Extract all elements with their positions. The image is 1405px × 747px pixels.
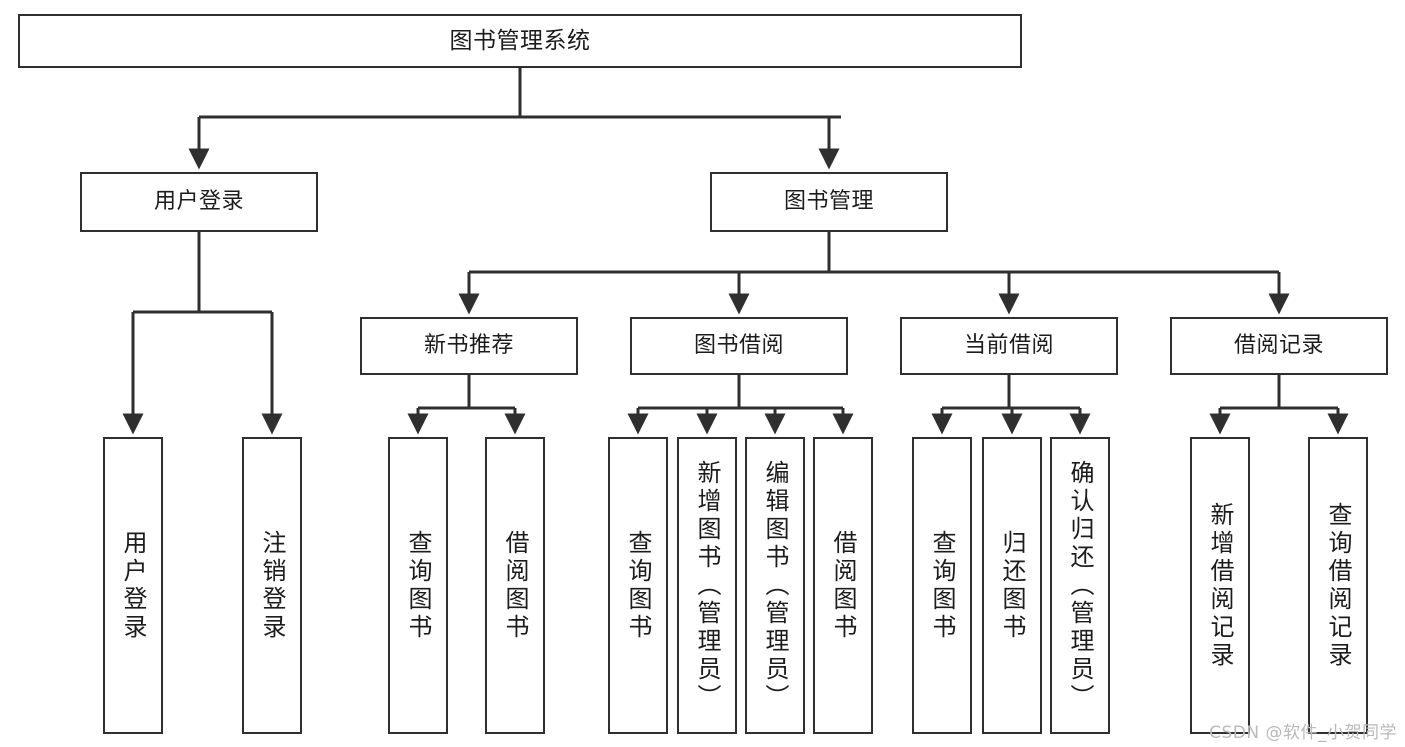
leaf-borrow-book-2[interactable]: 借阅图书	[813, 437, 873, 734]
leaf-edit-book[interactable]: 编辑图书（管理员）	[745, 437, 805, 734]
leaf-add-book-label: 新增图书（管理员）	[693, 459, 721, 712]
leaf-confirm-return-label: 确认归还（管理员）	[1066, 459, 1094, 712]
leaf-borrow-book-1-label: 借阅图书	[501, 529, 529, 642]
node-user-login[interactable]: 用户登录	[80, 172, 318, 232]
leaf-add-book[interactable]: 新增图书（管理员）	[677, 437, 737, 734]
node-root[interactable]: 图书管理系统	[18, 14, 1022, 68]
leaf-logout[interactable]: 注销登录	[242, 437, 302, 734]
node-book-management-label: 图书管理	[783, 189, 874, 214]
leaf-query-record[interactable]: 查询借阅记录	[1308, 437, 1368, 734]
leaf-query-book-2[interactable]: 查询图书	[608, 437, 668, 734]
leaf-return-book[interactable]: 归还图书	[982, 437, 1042, 734]
leaf-query-book-2-label: 查询图书	[624, 529, 652, 642]
leaf-add-record-label: 新增借阅记录	[1206, 501, 1234, 670]
leaf-query-book-3-label: 查询图书	[928, 529, 956, 642]
node-user-login-label: 用户登录	[153, 189, 244, 214]
leaf-confirm-return[interactable]: 确认归还（管理员）	[1050, 437, 1110, 734]
node-book-borrow[interactable]: 图书借阅	[630, 317, 848, 375]
leaf-query-book-3[interactable]: 查询图书	[912, 437, 972, 734]
node-borrow-record[interactable]: 借阅记录	[1170, 317, 1388, 375]
node-current-borrow[interactable]: 当前借阅	[900, 317, 1118, 375]
node-root-label: 图书管理系统	[449, 27, 591, 54]
watermark: CSDN @软件_小贺同学	[1209, 723, 1397, 743]
leaf-return-book-label: 归还图书	[998, 529, 1026, 642]
leaf-borrow-book-1[interactable]: 借阅图书	[485, 437, 545, 734]
node-new-book-recommend[interactable]: 新书推荐	[360, 317, 578, 375]
leaf-edit-book-label: 编辑图书（管理员）	[761, 459, 789, 712]
leaf-user-login[interactable]: 用户登录	[103, 437, 163, 734]
leaf-user-login-label: 用户登录	[119, 529, 147, 642]
node-current-borrow-label: 当前借阅	[963, 333, 1054, 358]
node-new-book-recommend-label: 新书推荐	[423, 333, 514, 358]
leaf-query-record-label: 查询借阅记录	[1324, 501, 1352, 670]
leaf-logout-label: 注销登录	[258, 529, 286, 642]
node-book-borrow-label: 图书借阅	[693, 333, 784, 358]
node-borrow-record-label: 借阅记录	[1233, 333, 1324, 358]
leaf-query-book-1-label: 查询图书	[404, 529, 432, 642]
leaf-add-record[interactable]: 新增借阅记录	[1190, 437, 1250, 734]
leaf-borrow-book-2-label: 借阅图书	[829, 529, 857, 642]
leaf-query-book-1[interactable]: 查询图书	[388, 437, 448, 734]
node-book-management[interactable]: 图书管理	[710, 172, 948, 232]
